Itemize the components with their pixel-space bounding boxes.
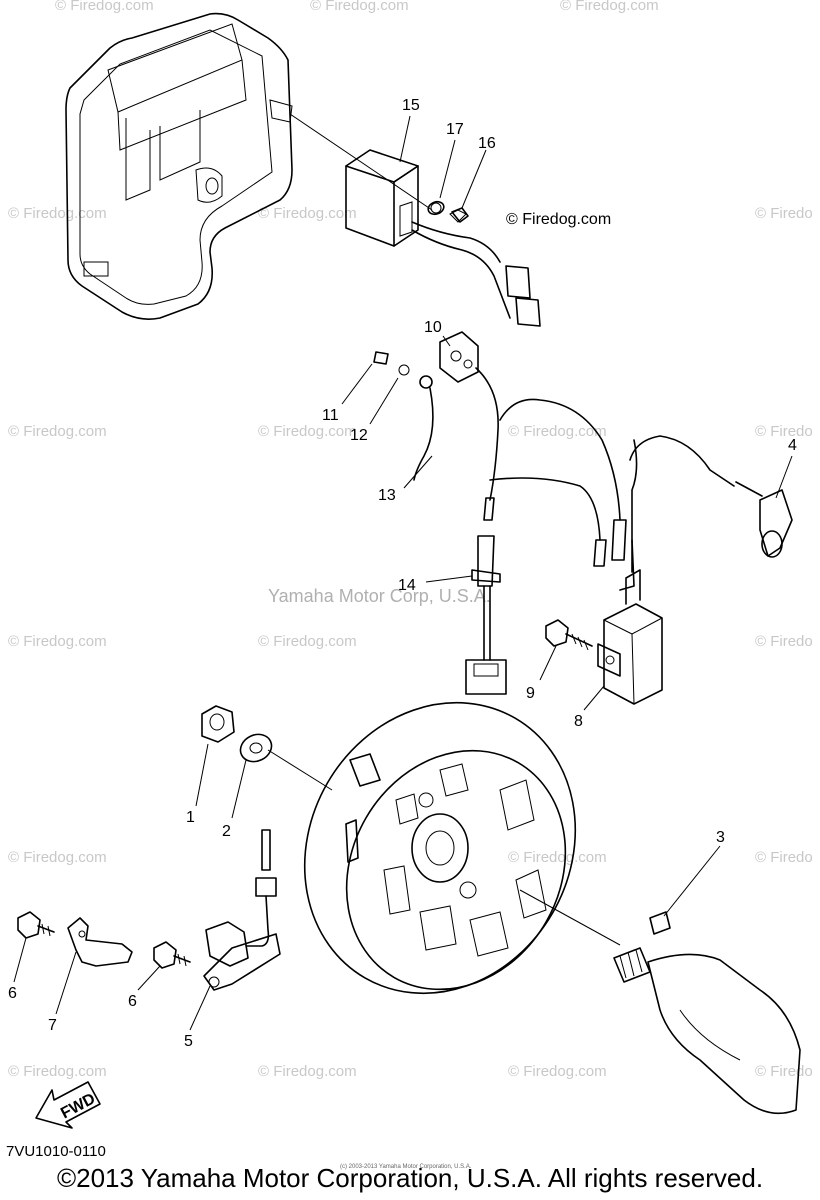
leader-lines (13, 115, 793, 1031)
watermark: © Firedog.com (508, 423, 607, 440)
fwd-arrow: FWD (35, 1081, 101, 1129)
callout-4: 4 (788, 437, 797, 454)
watermark: © Firedog.com (508, 1063, 607, 1080)
watermark: © Firedo (755, 423, 813, 440)
callout-8: 8 (574, 713, 583, 730)
watermark: © Firedog.com (8, 1063, 107, 1080)
callout-1: 1 (186, 809, 195, 826)
callout-5: 5 (184, 1033, 193, 1050)
watermark: © Firedo (755, 849, 813, 866)
watermark: © Firedo (755, 205, 813, 222)
callout-9: 9 (526, 685, 535, 702)
cdi-unit (345, 149, 541, 327)
callout-14: 14 (398, 577, 416, 594)
callout-3: 3 (716, 829, 725, 846)
copyright-notice: ©2013 Yamaha Motor Corporation, U.S.A. A… (56, 1163, 764, 1193)
firedog-credit: © Firedog.com (506, 211, 611, 228)
harness-assembly (373, 331, 627, 695)
callout-15: 15 (402, 97, 420, 114)
callouts: 15 17 16 10 11 12 13 14 4 9 8 1 2 3 6 7 … (8, 97, 797, 1050)
bolt-9 (545, 619, 593, 651)
watermark: © Firedog.com (55, 0, 154, 14)
watermark: © Firedog.com (258, 205, 357, 222)
watermark: © Firedog.com (8, 633, 107, 650)
bolt-6-right (153, 941, 191, 969)
bracket-plate (67, 917, 133, 967)
watermark-layer: © Firedog.com © Firedog.com © Firedog.co… (8, 0, 813, 1080)
cover-housing (65, 12, 433, 320)
callout-6-right: 6 (128, 993, 137, 1010)
watermark: © Firedog.com (258, 633, 357, 650)
watermark: © Firedog.com (560, 0, 659, 14)
nut-and-washer (201, 705, 333, 791)
flywheel-rotor (303, 701, 621, 995)
center-watermark: Yamaha Motor Corp, U.S.A. (268, 586, 491, 606)
watermark: © Firedog.com (8, 423, 107, 440)
watermark: © Firedog.com (8, 849, 107, 866)
callout-11: 11 (322, 407, 339, 424)
watermark: © Firedo (755, 1063, 813, 1080)
hardware-15-17 (427, 200, 469, 223)
watermark: © Firedo (755, 633, 813, 650)
bolt-6-left (17, 911, 55, 939)
callout-10: 10 (424, 319, 442, 336)
watermark: © Firedog.com (258, 423, 357, 440)
ignition-coil (597, 435, 793, 705)
callout-12: 12 (350, 427, 368, 444)
watermark: © Firedog.com (8, 205, 107, 222)
callout-17: 17 (446, 121, 464, 138)
callout-6-left: 6 (8, 985, 17, 1002)
pulser-coil (203, 829, 281, 991)
callout-7: 7 (48, 1017, 57, 1034)
diagram-code: 7VU1010-0110 (6, 1143, 106, 1160)
watermark: © Firedog.com (310, 0, 409, 14)
callout-13: 13 (378, 487, 396, 504)
callout-2: 2 (222, 823, 231, 840)
crankshaft (613, 911, 801, 1115)
callout-16: 16 (478, 135, 496, 152)
watermark: © Firedog.com (258, 1063, 357, 1080)
tiny-credit: (c) 2003-2013 Yamaha Motor Corporation, … (340, 1164, 472, 1170)
watermark: © Firedog.com (508, 849, 607, 866)
